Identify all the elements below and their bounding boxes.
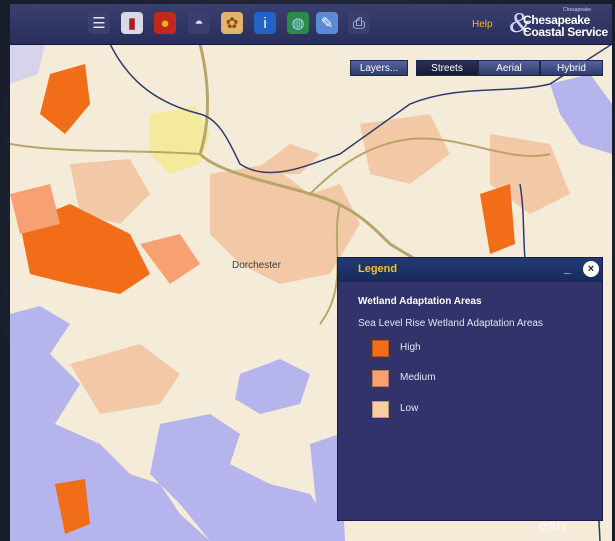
water-southeast	[310, 434, 345, 541]
wetland-low-6	[250, 144, 320, 174]
legend-subheading: Sea Level Rise Wetland Adaptation Areas	[358, 318, 543, 329]
legend-swatch-medium	[372, 370, 389, 387]
map-canvas[interactable]	[10, 44, 612, 541]
brand-line1: Chesapeake	[523, 13, 591, 27]
road-main	[198, 44, 481, 296]
legend-label-high: High	[400, 342, 421, 353]
bookmark-icon[interactable]: ▮	[121, 12, 143, 34]
legend-heading: Wetland Adaptation Areas	[358, 296, 482, 307]
wetland-low-2	[360, 114, 450, 184]
wetland-high-6	[10, 184, 60, 234]
draw-tool-icon[interactable]: ✎	[316, 12, 338, 34]
legend-swatch-low	[372, 401, 389, 418]
globe-icon[interactable]: ◍	[287, 12, 309, 34]
toolbar: ☰ ▮ ● ◓ ✿ i ◍ ✎ ⎙ Help & Chesapeake Ches…	[10, 4, 612, 45]
binoculars-icon[interactable]: ◓	[188, 12, 210, 34]
wetland-high-5	[140, 234, 200, 284]
info-icon[interactable]: i	[254, 12, 276, 34]
hybrid-button[interactable]: Hybrid	[540, 60, 603, 76]
brand-line2: Coastal Service	[523, 25, 608, 39]
esri-watermark: esri	[538, 518, 567, 535]
urban-area	[150, 106, 210, 174]
wetland-low-3	[70, 159, 150, 224]
legend-title: Legend	[358, 263, 398, 275]
water-top-right	[550, 74, 612, 154]
layer-list-icon[interactable]: ☰	[88, 12, 110, 34]
legend-label-medium: Medium	[400, 372, 436, 383]
legend-panel: Legend _ × Wetland Adaptation Areas Sea …	[337, 257, 603, 521]
water-northwest	[10, 44, 45, 84]
brand-tiny: Chesapeake	[563, 7, 592, 13]
close-icon[interactable]: ×	[583, 261, 599, 277]
streets-button[interactable]: Streets	[416, 60, 478, 76]
wetland-low-5	[70, 344, 180, 414]
print-icon[interactable]: ⎙	[348, 12, 370, 34]
legend-header[interactable]: Legend _ ×	[338, 258, 602, 282]
water-south-river	[150, 414, 340, 541]
road-northeast	[309, 137, 551, 195]
legend-label-low: Low	[400, 403, 419, 414]
aerial-button[interactable]: Aerial	[478, 60, 540, 76]
brand-amp: &	[509, 8, 531, 39]
record-icon[interactable]: ●	[154, 12, 176, 34]
road-west	[10, 143, 201, 155]
wetland-high-1	[20, 204, 150, 294]
brand-logo: & Chesapeake Chesapeake Coastal Service	[509, 7, 613, 40]
water-channel	[235, 359, 310, 414]
minimize-icon[interactable]: _	[564, 261, 571, 275]
county-boundary	[109, 44, 612, 174]
wetland-low-1	[210, 164, 360, 284]
palette-icon[interactable]: ✿	[221, 12, 243, 34]
layers-button[interactable]: Layers...	[350, 60, 408, 76]
wetland-high-4	[55, 479, 90, 534]
place-label-dorchester: Dorchester	[232, 260, 281, 271]
wetland-high-2	[40, 64, 90, 134]
legend-swatch-high	[372, 340, 389, 357]
wetland-high-3	[480, 184, 515, 254]
water-west-bay	[10, 306, 210, 541]
help-link[interactable]: Help	[472, 19, 493, 30]
